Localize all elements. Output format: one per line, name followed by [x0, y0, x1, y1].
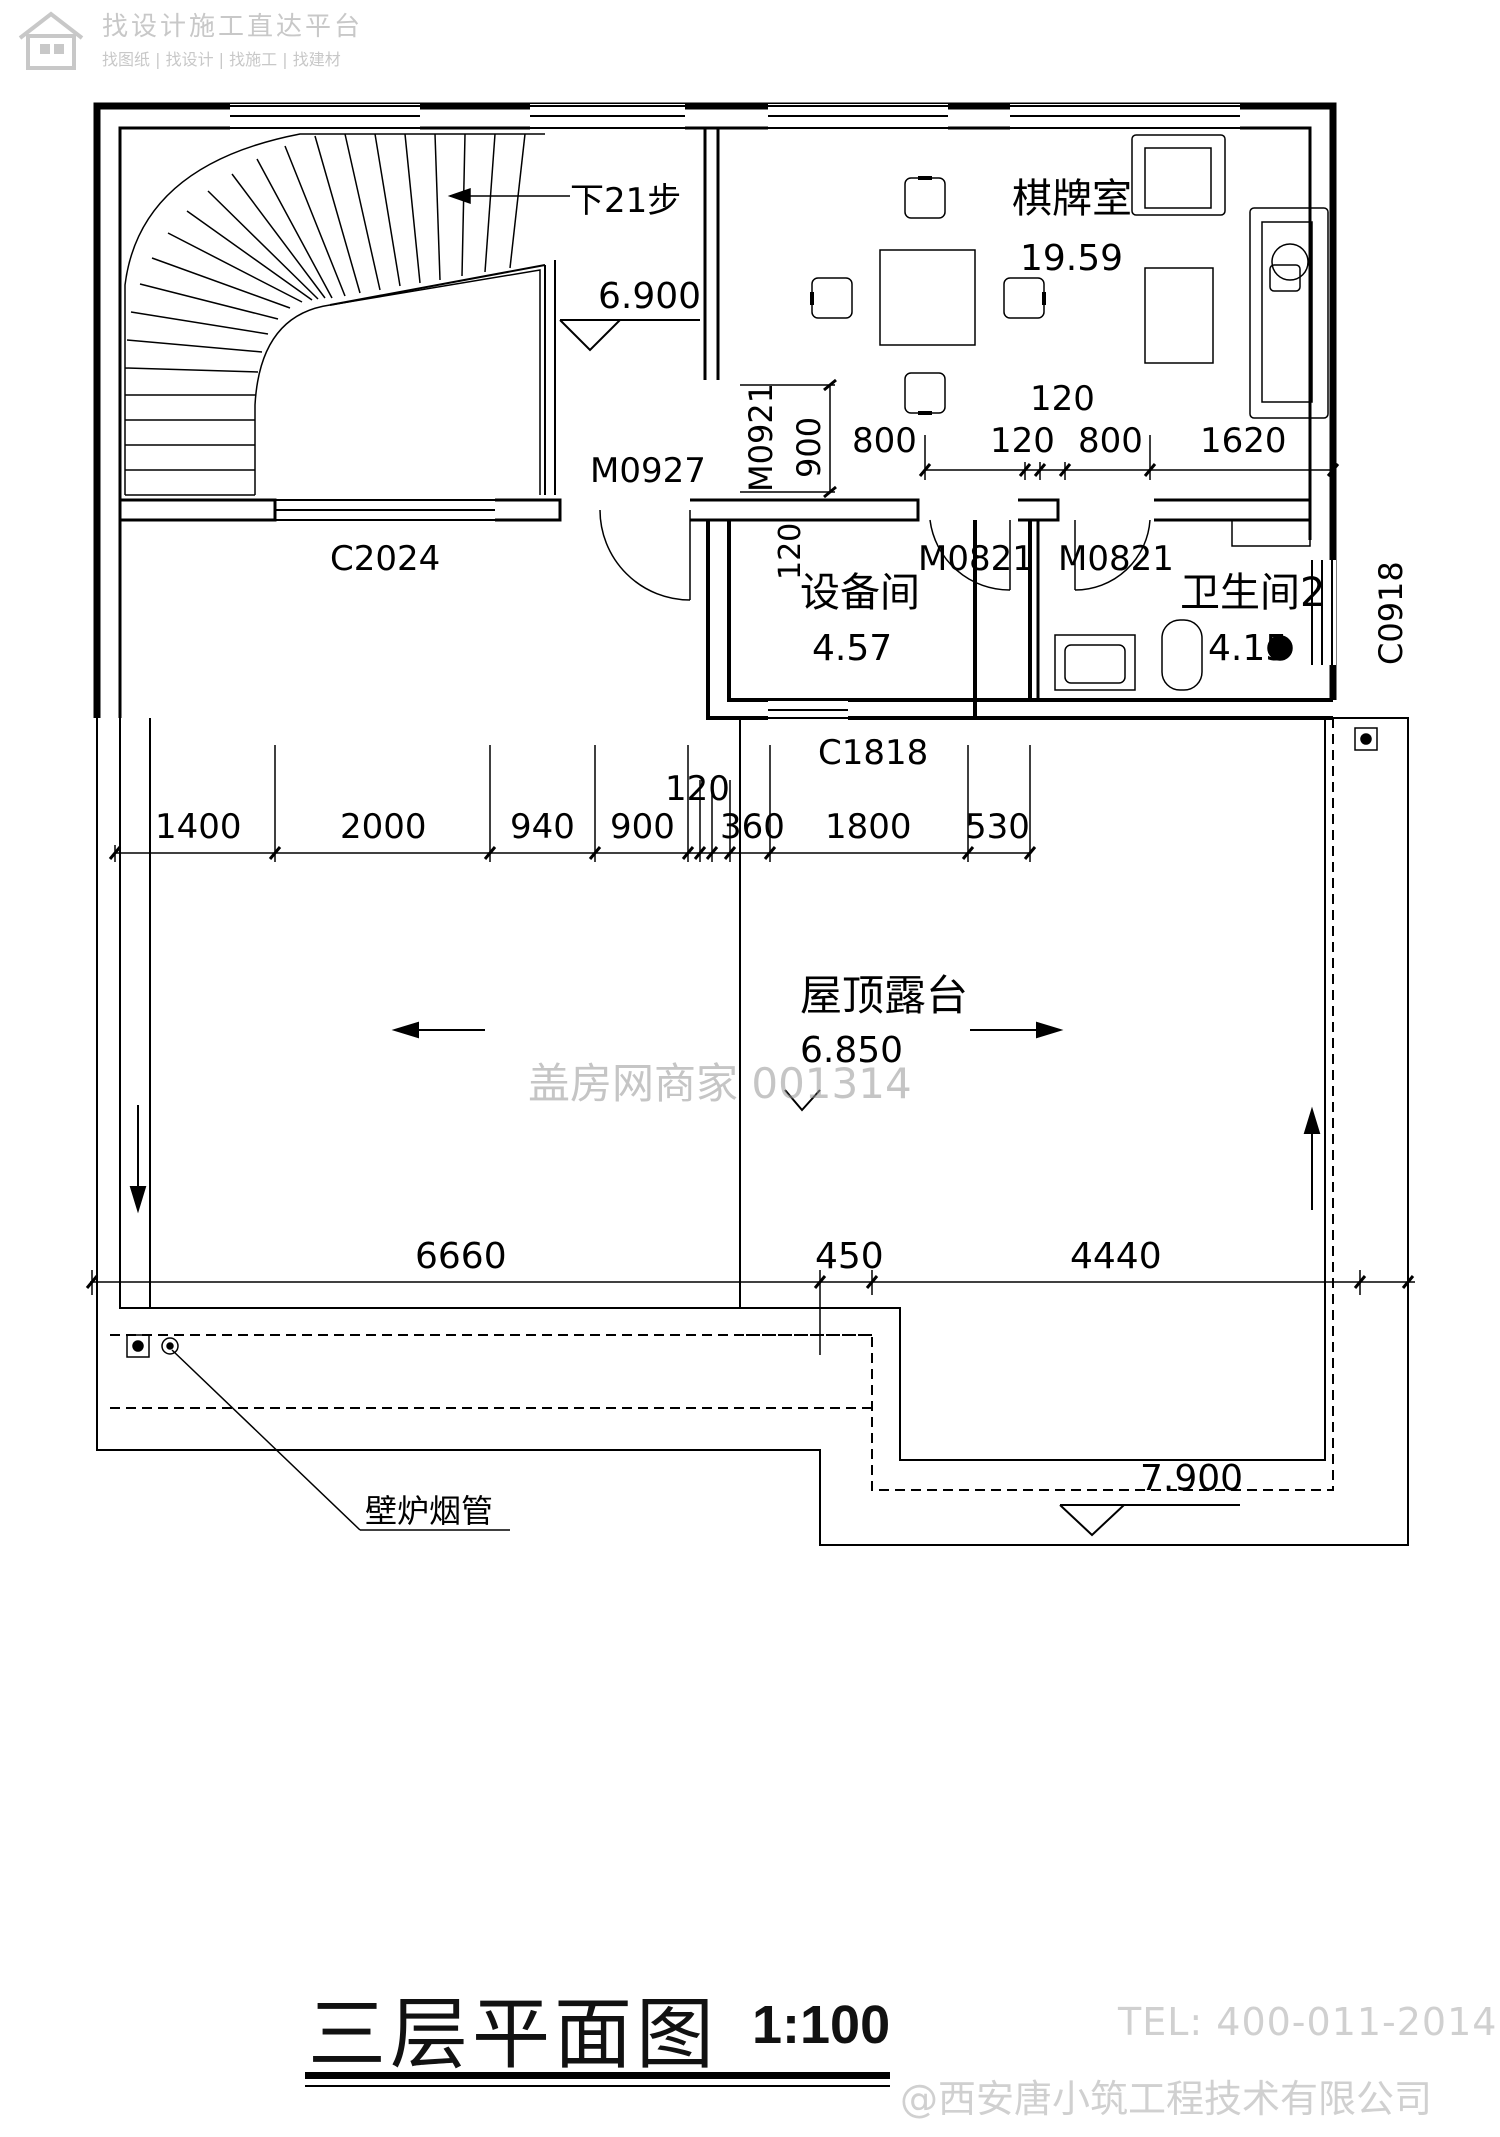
bottom-dim-3: 4440 [1070, 1236, 1162, 1277]
stair-level: 6.900 [598, 276, 701, 317]
terrace-dim-line [108, 745, 1037, 862]
terrace-dim-6: 360 [720, 807, 785, 847]
chess-room-name: 棋牌室 [1012, 176, 1132, 222]
terrace-parapet [96, 717, 1409, 1546]
bottom-dim-2: 450 [815, 1236, 884, 1277]
terrace-dim-8: 530 [965, 807, 1030, 847]
door-m0821-a [929, 519, 1011, 591]
door-width-900: 900 [790, 417, 828, 478]
terrace-dim-3: 940 [510, 807, 575, 847]
title-underline [305, 2072, 890, 2079]
sofa-furniture [1131, 134, 1329, 419]
upper-walls [93, 102, 1337, 720]
staircase [124, 133, 570, 496]
terrace-dim-1: 1400 [155, 807, 242, 847]
door-m0927 [599, 509, 691, 601]
equip-room-area: 4.57 [812, 628, 892, 669]
watermark-title: 找设计施工直达平台 [102, 12, 364, 42]
title-underline-thin [305, 2085, 890, 2087]
plan-title: 三层平面图 [308, 1990, 719, 2080]
columns [126, 727, 1378, 1358]
wall-dim-120: 120 [773, 523, 808, 580]
terrace-dim-2: 2000 [340, 807, 427, 847]
chess-table-set [810, 176, 1046, 415]
window-c2024-label: C2024 [330, 539, 440, 579]
terrace-dim-120-upper: 120 [665, 769, 730, 809]
watermark-subtitle: 找图纸 | 找设计 | 找施工 | 找建材 [102, 50, 341, 69]
chess-dim-line [918, 435, 1340, 480]
chess-dim-3: 800 [1078, 421, 1143, 461]
door-m0821-b-label: M0821 [1058, 539, 1174, 579]
window-c1818-label: C1818 [818, 733, 928, 773]
level-marker-7900 [1059, 1504, 1240, 1537]
door-m0921-label: M0921 [742, 383, 780, 492]
tel-watermark: TEL: 400-011-2014 [1118, 2000, 1498, 2044]
door-m0821-b [1074, 519, 1151, 591]
company-watermark: @西安唐小筑工程技术有限公司 [900, 2077, 1433, 2121]
flue-note: 壁炉烟管 [365, 1492, 493, 1530]
bottom-dim-line [85, 1260, 1415, 1355]
equip-room-name: 设备间 [800, 570, 920, 616]
chess-room-area: 19.59 [1020, 238, 1123, 279]
window-c0918-label: C0918 [1372, 561, 1410, 665]
plan-scale: 1:100 [752, 1995, 891, 2055]
bath-room-name: 卫生间2 [1180, 570, 1325, 616]
chess-dim-2: 120 [990, 421, 1055, 461]
chess-dim-1: 800 [852, 421, 917, 461]
chess-dim-top: 120 [1030, 379, 1095, 419]
house-logo-icon [18, 11, 84, 70]
lower-level: 7.900 [1140, 1458, 1243, 1499]
door-m0921-dim [740, 378, 837, 499]
terrace-level: 6.850 [800, 1030, 903, 1071]
terrace-name: 屋顶露台 [800, 971, 968, 1020]
bottom-dim-1: 6660 [415, 1236, 507, 1277]
door-m0927-label: M0927 [590, 451, 706, 491]
chess-dim-4: 1620 [1200, 421, 1287, 461]
slope-arrows [129, 1021, 1321, 1214]
terrace-dim-7: 1800 [825, 807, 912, 847]
center-watermark: 盖房网商家 001314 [528, 1059, 912, 1108]
bathroom-fixtures [1054, 519, 1311, 691]
terrace-dim-4: 900 [610, 807, 675, 847]
level-marker-6900 [559, 319, 700, 352]
level-marker-6850 [784, 1089, 821, 1112]
flue-leader [171, 1349, 510, 1531]
door-m0821-a-label: M0821 [918, 539, 1034, 579]
stair-note: 下21步 [570, 181, 681, 221]
